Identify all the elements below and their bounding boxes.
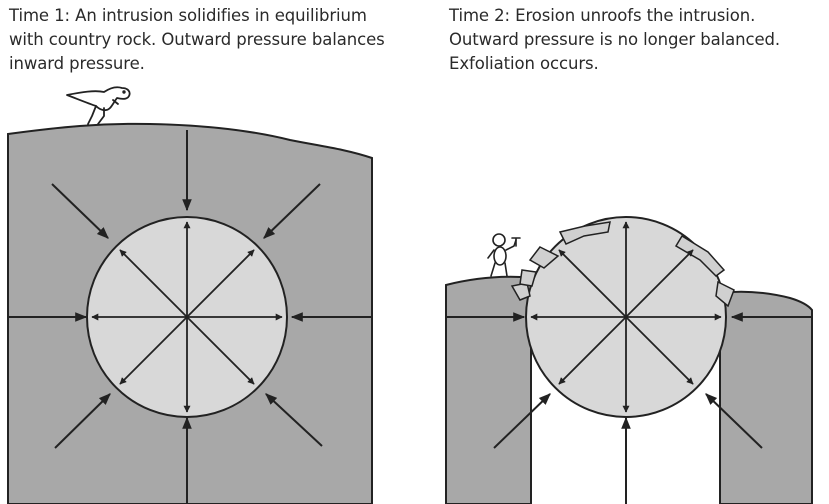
- caption-time-1: Time 1: An intrusion solidifies in equil…: [9, 4, 385, 76]
- panel-time-2: [445, 216, 813, 504]
- exfoliation-sheets: [510, 221, 735, 308]
- inward-pressure-arrows: [446, 312, 812, 504]
- outward-pressure-arrows: [530, 221, 722, 413]
- country-rock: [445, 275, 532, 504]
- outward-pressure-arrows: [91, 221, 283, 413]
- dinosaur-icon: [66, 86, 131, 125]
- caption-line: Exfoliation occurs.: [449, 54, 599, 73]
- country-rock: [719, 290, 813, 504]
- panel-time-1: [7, 86, 373, 504]
- caption-line: inward pressure.: [9, 54, 145, 73]
- caption-time-2: Time 2: Erosion unroofs the intrusion. O…: [449, 4, 780, 76]
- caption-line: Time 2: Erosion unroofs the intrusion.: [449, 6, 756, 25]
- caption-line: with country rock. Outward pressure bala…: [9, 30, 385, 49]
- caption-line: Outward pressure is no longer balanced.: [449, 30, 781, 49]
- inward-pressure-arrows: [8, 130, 372, 504]
- caption-line: Time 1: An intrusion solidifies in equil…: [9, 6, 367, 25]
- geologist-with-hammer-icon: [487, 233, 521, 277]
